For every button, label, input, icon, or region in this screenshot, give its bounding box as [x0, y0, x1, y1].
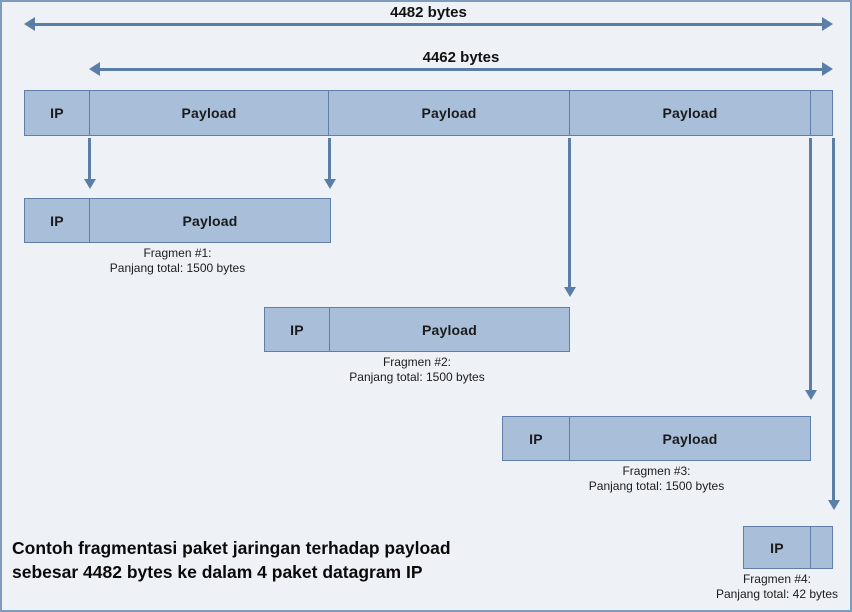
fragment-2-ip: IP — [264, 307, 330, 352]
arrow-head-left-icon — [89, 62, 100, 76]
fragment-1-caption: Fragmen #1: Panjang total: 1500 bytes — [24, 246, 331, 276]
fragment-caption-line-1: Fragmen #1: — [143, 246, 212, 260]
flow-arrow-fragment-1-start — [83, 138, 96, 189]
arrow-line — [33, 22, 824, 26]
original-segment-payload-3: Payload — [569, 90, 811, 136]
measure-arrow-total: 4482 bytes — [24, 4, 833, 39]
measure-arrow-payload: 4462 bytes — [89, 49, 833, 84]
fragment-caption-line-2: Panjang total: 1500 bytes — [349, 370, 485, 384]
flow-arrow-fragment-2-end — [563, 138, 576, 297]
original-segment-payload-2: Payload — [328, 90, 570, 136]
flow-arrow-fragment-3-end — [804, 138, 817, 400]
segment-label: Payload — [662, 105, 718, 121]
fragment-3-ip: IP — [502, 416, 570, 461]
segment-label: Payload — [662, 430, 718, 447]
flow-arrow-fragment-4-end — [827, 138, 840, 510]
segment-label: IP — [770, 539, 784, 556]
arrow-head-right-icon — [822, 62, 833, 76]
arrow-head-left-icon — [24, 17, 35, 31]
fragment-4-caption: Fragmen #4: Panjang total: 42 bytes — [702, 572, 850, 602]
fragment-caption-line-2: Panjang total: 1500 bytes — [109, 261, 246, 275]
arrow-head-right-icon — [822, 17, 833, 31]
fragment-2-payload: Payload — [329, 307, 570, 352]
fragment-1-payload: Payload — [89, 198, 331, 243]
fragment-caption-line-1: Fragmen #3: — [622, 464, 691, 478]
fragment-3-caption: Fragmen #3: Panjang total: 1500 bytes — [502, 464, 811, 494]
fragment-2-caption: Fragmen #2: Panjang total: 1500 bytes — [264, 355, 570, 385]
segment-label: Payload — [421, 105, 477, 121]
measure-label-payload: 4462 bytes — [89, 49, 833, 66]
fragment-caption-line-2: Panjang total: 42 bytes — [715, 587, 839, 601]
segment-label: IP — [50, 105, 64, 121]
fragment-caption-line-1: Fragmen #4: — [742, 572, 812, 586]
diagram-caption: Contoh fragmentasi paket jaringan terhad… — [12, 536, 572, 584]
segment-label: IP — [50, 212, 64, 229]
original-segment-remainder — [810, 90, 833, 136]
fragment-caption-line-1: Fragmen #2: — [382, 355, 452, 369]
segment-label: Payload — [181, 105, 237, 121]
fragment-3-payload: Payload — [569, 416, 811, 461]
diagram-caption-line-2: sebesar 4482 bytes ke dalam 4 paket data… — [12, 562, 423, 582]
fragment-4-ip: IP — [743, 526, 811, 569]
segment-label: IP — [529, 430, 543, 447]
arrow-line — [98, 67, 824, 71]
original-segment-ip: IP — [24, 90, 90, 136]
fragment-caption-line-2: Panjang total: 1500 bytes — [588, 479, 725, 493]
segment-label: Payload — [182, 212, 238, 229]
measure-label-total: 4482 bytes — [24, 4, 833, 21]
diagram-caption-line-1: Contoh fragmentasi paket jaringan terhad… — [12, 538, 451, 558]
fragment-1-ip: IP — [24, 198, 90, 243]
fragment-4-payload — [810, 526, 833, 569]
original-segment-payload-1: Payload — [89, 90, 329, 136]
segment-label: IP — [290, 321, 304, 338]
segment-label: Payload — [421, 321, 478, 338]
flow-arrow-fragment-1-end — [323, 138, 336, 189]
